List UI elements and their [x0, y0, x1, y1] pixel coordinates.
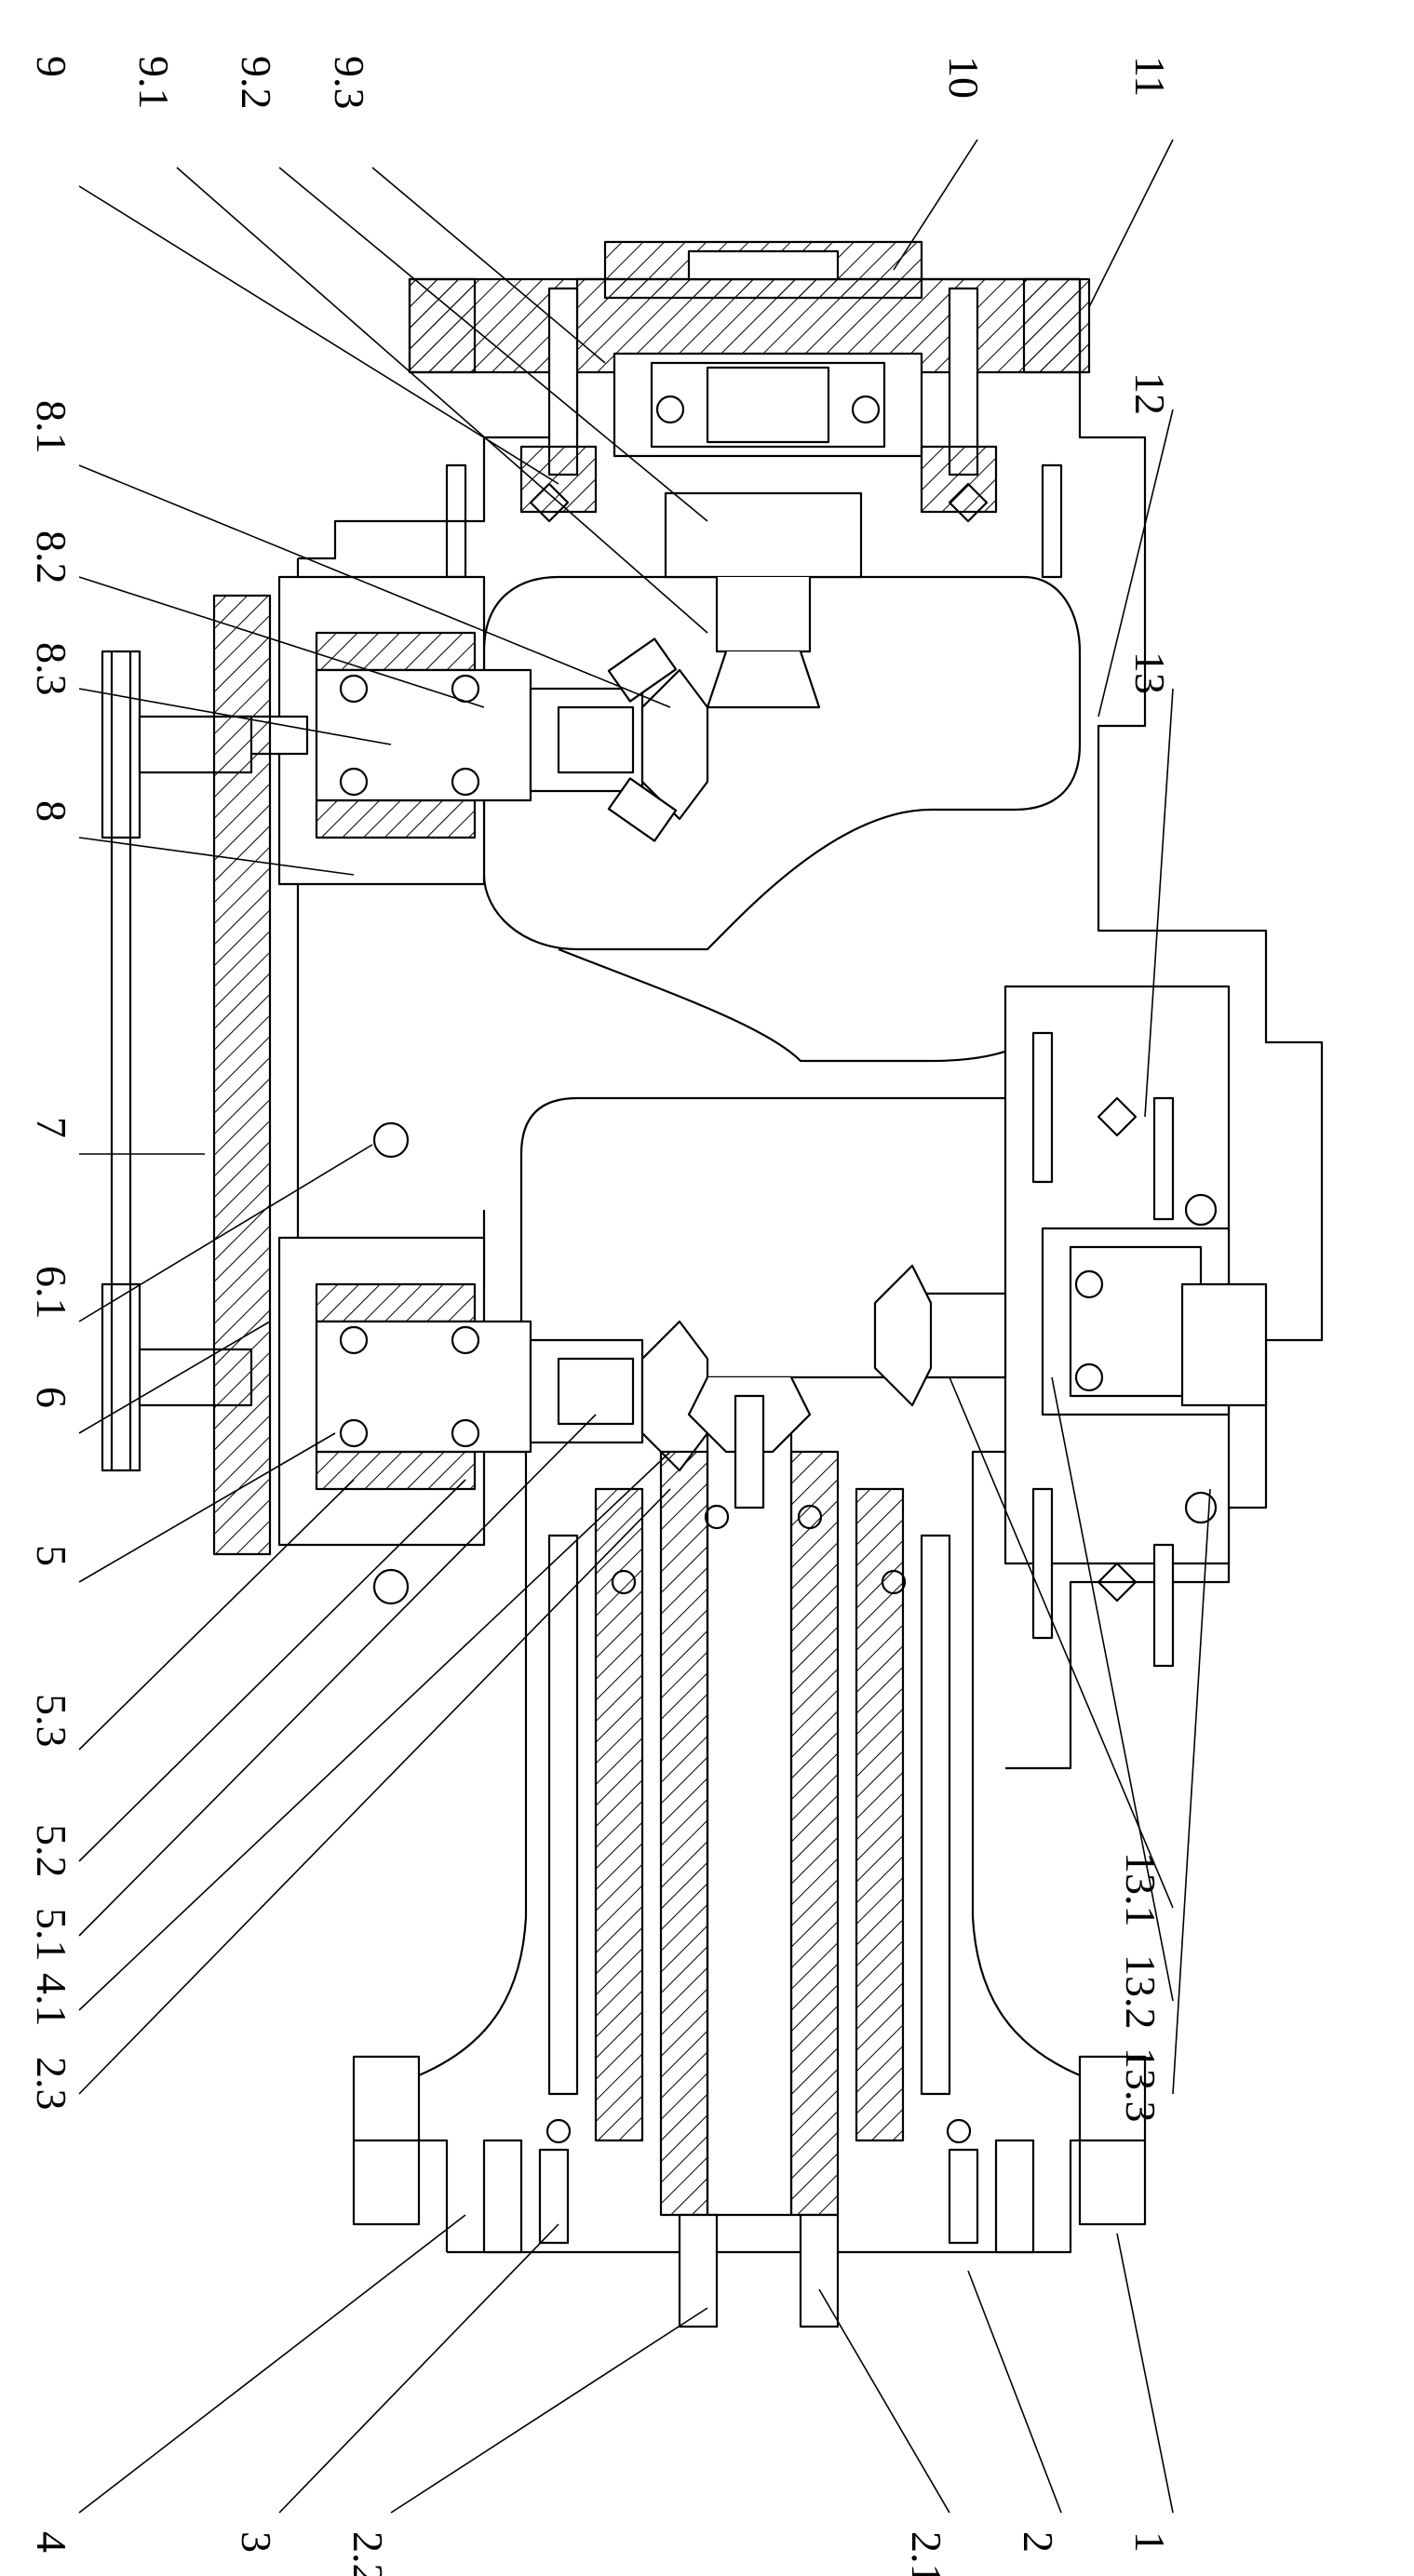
callout-6: 6 [28, 1387, 75, 1408]
callout-2-1: 2.1 [903, 2531, 950, 2576]
callout-9-3: 9.3 [326, 56, 373, 110]
central-shaft [484, 1377, 1033, 2327]
assembly [79, 140, 1322, 2513]
callout-8-2: 8.2 [28, 530, 75, 584]
callout-5-1: 5.1 [28, 1908, 75, 1962]
callout-9-1: 9.1 [130, 56, 178, 110]
callout-2-2: 2.2 [344, 2531, 392, 2576]
top-cover [410, 242, 1089, 707]
callout-2: 2 [1015, 2531, 1062, 2553]
callout-4-1: 4.1 [28, 1973, 75, 2027]
callout-8-1: 8.1 [28, 400, 75, 454]
callout-9-2: 9.2 [233, 56, 280, 110]
callout-7: 7 [28, 1117, 75, 1138]
callout-8-3: 8.3 [28, 642, 75, 696]
callout-5-3: 5.3 [28, 1694, 75, 1748]
callout-13-2: 13.2 [1117, 1954, 1165, 2030]
callout-1: 1 [1126, 2531, 1174, 2553]
callout-13: 13 [1126, 651, 1174, 694]
callout-5-2: 5.2 [28, 1824, 75, 1878]
callout-11: 11 [1126, 56, 1174, 97]
callout-2-3: 2.3 [28, 2057, 75, 2111]
callout-5: 5 [28, 1545, 75, 1566]
callout-12: 12 [1126, 372, 1174, 415]
callout-4: 4 [28, 2531, 75, 2553]
callout-13-3: 13.3 [1117, 2047, 1165, 2123]
callout-3: 3 [233, 2531, 280, 2553]
callout-13-1: 13.1 [1117, 1852, 1165, 1927]
pulley-belt [102, 596, 270, 1554]
callout-6-1: 6.1 [28, 1266, 75, 1320]
callout-9: 9 [28, 56, 75, 77]
callout-8: 8 [28, 800, 75, 822]
callout-10: 10 [940, 56, 988, 99]
